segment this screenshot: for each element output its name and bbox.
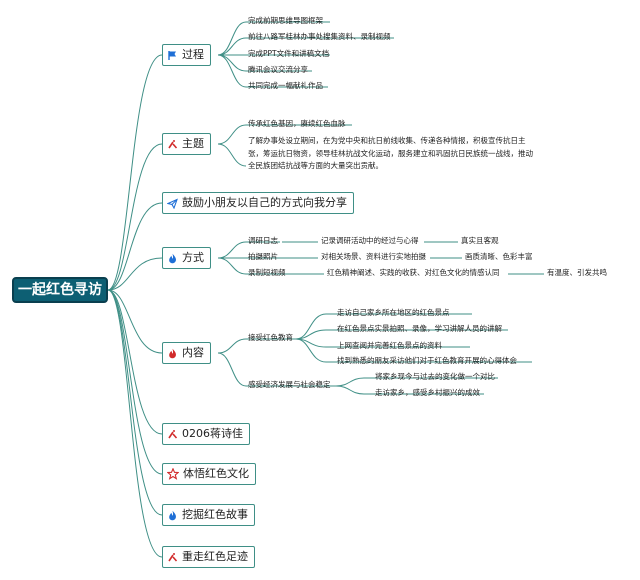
branch-label: 方式 bbox=[182, 251, 204, 264]
list-item: 完成前期思维导图框架 bbox=[248, 16, 323, 25]
method-quality: 真实且客观 bbox=[461, 236, 499, 245]
star-icon bbox=[167, 468, 179, 480]
branch-label: 体悟红色文化 bbox=[183, 467, 249, 480]
branch-methods[interactable]: 方式 bbox=[162, 247, 211, 269]
flag-icon bbox=[168, 50, 176, 60]
root-topic[interactable]: 一起红色寻访 bbox=[12, 277, 108, 303]
branch-theme[interactable]: 主题 bbox=[162, 133, 211, 155]
branch-content[interactable]: 内容 bbox=[162, 342, 211, 364]
list-item: 走访自己家乡所在地区的红色景点 bbox=[337, 308, 450, 317]
method-quality: 画质清晰、色彩丰富 bbox=[465, 252, 533, 261]
flame-icon bbox=[169, 253, 176, 263]
branch-process[interactable]: 过程 bbox=[162, 44, 211, 66]
list-item: 完成PPT文件和讲稿文档 bbox=[248, 49, 330, 58]
branch-author[interactable]: 0206蒋诗佳 bbox=[162, 423, 250, 445]
branch-dig-stories[interactable]: 挖掘红色故事 bbox=[162, 504, 255, 526]
method-detail: 记录调研活动中的经过与心得 bbox=[321, 236, 419, 245]
content-group-label: 接受红色教育 bbox=[248, 333, 293, 342]
method-detail: 红色精神阐述、实践的收获、对红色文化的情感认同 bbox=[327, 268, 500, 277]
list-item: 共同完成一幅献礼作品 bbox=[248, 81, 323, 90]
list-item: 走访家乡，感受乡村振兴的成效 bbox=[375, 388, 480, 397]
fire-icon bbox=[169, 348, 176, 358]
branch-label: 内容 bbox=[182, 346, 204, 359]
method-name: 录制短视频 bbox=[248, 268, 286, 277]
bookmark-icon bbox=[168, 429, 178, 439]
list-item: 将家乡现今与过去的变化做一个对比 bbox=[375, 372, 495, 381]
list-item: 腾讯会议交流分享 bbox=[248, 65, 308, 74]
method-quality: 有温度、引发共鸣 bbox=[547, 268, 607, 277]
branch-encourage-share[interactable]: 鼓励小朋友以自己的方式向我分享 bbox=[162, 192, 354, 214]
list-item: 前往八路军桂林办事处搜集资料、录制视频 bbox=[248, 32, 391, 41]
method-name: 调研日志 bbox=[248, 236, 278, 245]
flame-icon bbox=[169, 510, 176, 520]
content-group-label: 感受经济发展与社会稳定 bbox=[248, 380, 331, 389]
branch-experience-culture[interactable]: 体悟红色文化 bbox=[162, 463, 256, 485]
bookmark-icon bbox=[168, 552, 178, 562]
branch-label: 过程 bbox=[182, 48, 204, 61]
list-item: 传承红色基因，赓续红色血脉 bbox=[248, 119, 346, 128]
list-item: 在红色景点实景拍照、录像，学习讲解人员的讲解 bbox=[337, 324, 502, 333]
branch-retrace-footsteps[interactable]: 重走红色足迹 bbox=[162, 546, 255, 568]
list-item: 上网查阅并完善红色景点的资料 bbox=[337, 341, 442, 350]
branch-label: 主题 bbox=[182, 137, 204, 150]
list-item: 找到熟悉的朋友采访他们对于红色教育开展的心得体会 bbox=[337, 356, 517, 365]
branch-label: 重走红色足迹 bbox=[182, 550, 248, 563]
method-name: 拍摄照片 bbox=[248, 252, 278, 261]
bookmark-icon bbox=[168, 139, 178, 149]
branch-label: 鼓励小朋友以自己的方式向我分享 bbox=[182, 196, 347, 209]
branch-label: 0206蒋诗佳 bbox=[182, 427, 243, 440]
method-detail: 对相关场景、资料进行实地拍摄 bbox=[321, 252, 426, 261]
branch-label: 挖掘红色故事 bbox=[182, 508, 248, 521]
paper-plane-icon bbox=[167, 197, 178, 209]
description-text: 了解办事处设立期间，在为党中央和抗日前线收集、传递各种情报，积极宣传抗日主张，筹… bbox=[248, 136, 533, 170]
